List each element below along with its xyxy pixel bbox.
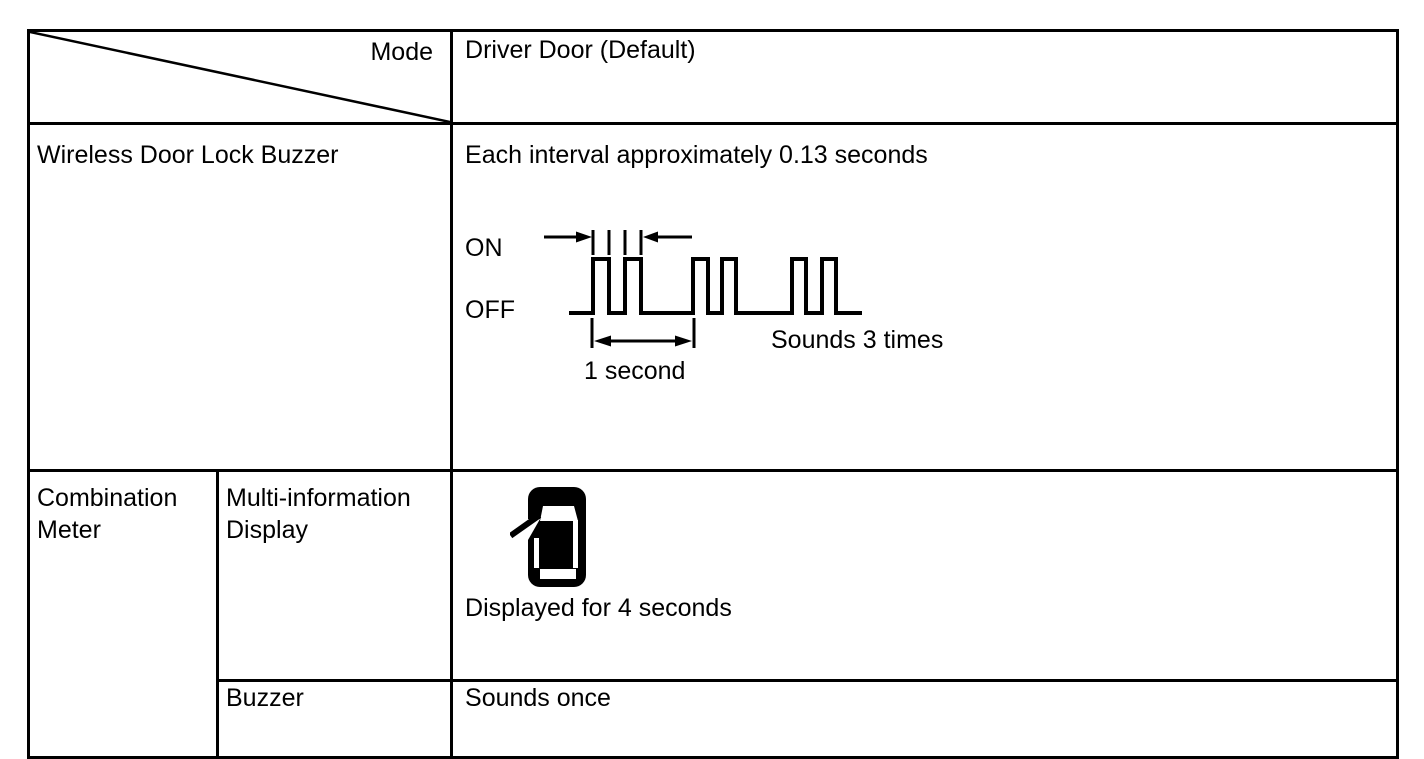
mode-value: Driver Door (Default) <box>465 36 696 64</box>
waveform-off-label: OFF <box>465 296 515 324</box>
buzzer-timing-diagram: ON OFF <box>465 230 943 385</box>
header-corner-cell: Mode <box>26 29 454 125</box>
wireless-buzzer-value-cell: Each interval approximately 0.13 seconds… <box>450 122 1400 472</box>
multi-information-display-label: Multi-information Display <box>226 484 411 544</box>
wireless-buzzer-label: Wireless Door Lock Buzzer <box>37 141 339 169</box>
mode-value-cell: Driver Door (Default) <box>450 29 1400 125</box>
multi-information-display-row: Combination Meter Multi-information Disp… <box>27 469 1400 759</box>
meter-buzzer-value: Sounds once <box>465 684 611 712</box>
meter-buzzer-cell: Buzzer <box>215 679 454 759</box>
one-second-dimension <box>590 318 696 348</box>
car-top-view-driver-door-open-icon <box>510 487 587 587</box>
wireless-buzzer-label-cell: Wireless Door Lock Buzzer <box>26 122 454 472</box>
door-lock-mode-table: Mode Driver Door (Default) Wireless Door… <box>26 29 1400 759</box>
buzzer-interval-description: Each interval approximately 0.13 seconds <box>465 141 928 169</box>
wireless-buzzer-row: Wireless Door Lock Buzzer Each interval … <box>26 122 1400 472</box>
combination-meter-cell: Combination Meter <box>27 469 219 759</box>
combination-meter-label: Combination Meter <box>37 484 178 544</box>
one-second-label: 1 second <box>584 357 685 385</box>
header-row: Mode Driver Door (Default) <box>26 29 1400 125</box>
diagonal-divider-line <box>30 32 450 122</box>
multi-information-display-cell: Multi-information Display <box>215 469 454 682</box>
pulse-interval-callout <box>544 230 693 255</box>
meter-buzzer-value-cell: Sounds once <box>450 679 1400 759</box>
buzzer-waveform-trace <box>569 257 863 315</box>
sounds-three-times-label: Sounds 3 times <box>771 326 943 354</box>
meter-buzzer-label: Buzzer <box>226 684 304 712</box>
multi-information-display-value-cell: Displayed for 4 seconds <box>450 469 1400 682</box>
waveform-on-label: ON <box>465 234 503 262</box>
meter-buzzer-row: Buzzer Sounds once <box>29 679 1400 759</box>
display-duration-text: Displayed for 4 seconds <box>465 594 732 622</box>
mode-column-label: Mode <box>370 38 434 66</box>
